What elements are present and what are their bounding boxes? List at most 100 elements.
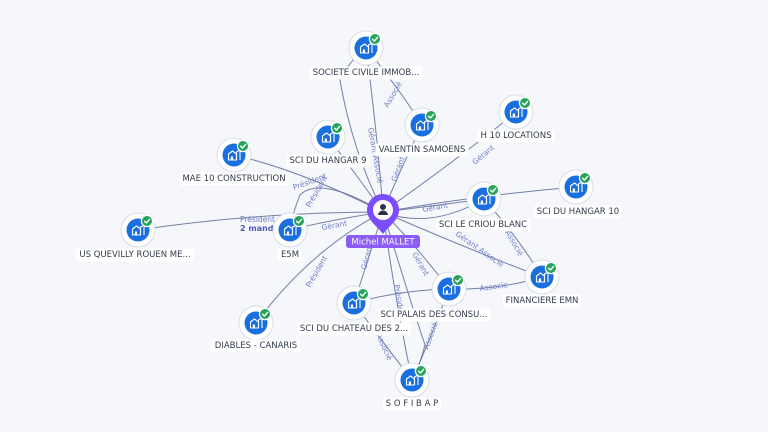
company-name: US QUEVILLY ROUEN ME...: [79, 250, 190, 260]
node-label: H 10 LOCATIONS: [477, 129, 555, 143]
company-name: H 10 LOCATIONS: [481, 131, 552, 141]
edge-label-gerant-palais: Gérant: [410, 251, 431, 278]
node-label: S O F I B A P: [382, 397, 442, 411]
building-icon: [283, 224, 297, 236]
company-node-valentin[interactable]: [404, 107, 440, 143]
edge-label-gerant-criou: Gérant: [422, 201, 449, 214]
building-icon: [131, 224, 145, 236]
company-name: DIABLES - CANARIS: [215, 341, 297, 351]
building-icon: [509, 106, 523, 118]
edge-label-associe-criou: Associé: [503, 229, 525, 258]
edge-label-associe-sofibap: Associé: [374, 332, 394, 362]
verified-check-icon: [518, 96, 532, 110]
verified-check-icon: [356, 287, 370, 301]
company-node-h10[interactable]: [498, 94, 534, 130]
company-name: SCI LE CRIOU BLANC: [439, 220, 527, 230]
company-node-palais[interactable]: [431, 271, 467, 307]
verified-check-icon: [424, 109, 438, 123]
company-node-hangar9[interactable]: [310, 119, 346, 155]
building-icon: [442, 283, 456, 295]
label-bg: [277, 248, 303, 262]
node-label: VALENTIN SAMOENS: [375, 143, 469, 157]
edge-label-associe-palais-sofibap: Associé: [421, 321, 439, 351]
company-name: SCI DU HANGAR 10: [537, 207, 619, 217]
node-label: FINANCIERE EMN: [502, 294, 582, 308]
node-label: US QUEVILLY ROUEN ME...: [76, 248, 194, 262]
person-icon: [378, 204, 388, 215]
edge-label-president-diables: Président: [304, 254, 329, 289]
center-label-bg: [346, 235, 420, 248]
company-node-societe[interactable]: [348, 30, 384, 66]
verified-check-icon: [578, 171, 592, 185]
label-bg: [286, 154, 370, 168]
label-bg: [296, 322, 412, 336]
building-icon: [227, 149, 241, 161]
verified-check-icon: [258, 307, 272, 321]
edge-center-usq: [137, 211, 384, 231]
verified-check-icon: [140, 214, 154, 228]
company-node-usq[interactable]: [120, 212, 156, 248]
company-nodes: SOCIETE CIVILE IMMOB... SCI DU HANGAR 9 VA…: [76, 30, 623, 411]
company-name: SOCIETE CIVILE IMMOB...: [313, 68, 420, 78]
company-node-chateau[interactable]: [336, 285, 372, 321]
node-label: SCI LE CRIOU BLANC: [435, 218, 531, 232]
edge-label-gerant-e5m: Gérant: [321, 219, 348, 232]
label-bg: [533, 205, 623, 219]
node-label: MAE 10 CONSTRUCTION: [179, 172, 289, 186]
building-icon: [405, 374, 419, 386]
node-label: SCI DU HANGAR 9: [286, 154, 370, 168]
label-bg: [211, 339, 301, 353]
label-bg: [477, 129, 555, 143]
label-bg: [377, 308, 491, 322]
verified-check-icon: [451, 273, 465, 287]
verified-check-icon: [414, 364, 428, 378]
edge-label-gerant-h10: Gérant: [471, 143, 497, 167]
label-bg: [179, 172, 289, 186]
building-icon: [415, 119, 429, 131]
building-icon: [347, 297, 361, 309]
verified-check-icon: [236, 139, 250, 153]
company-name: MAE 10 CONSTRUCTION: [182, 174, 285, 184]
edge-center-diables: [255, 211, 384, 324]
company-node-hangar10[interactable]: [558, 169, 594, 205]
company-name: FINANCIERE EMN: [506, 296, 579, 306]
building-icon: [249, 317, 263, 329]
building-icon: [359, 42, 373, 54]
edge-label-gerant-valentin: Gérant: [389, 155, 406, 182]
company-node-diables[interactable]: [238, 305, 274, 341]
verified-check-icon: [330, 121, 344, 135]
node-label: DIABLES - CANARIS: [211, 339, 301, 353]
edge-center-sofibap: [382, 211, 413, 381]
verified-check-icon: [368, 32, 382, 46]
verified-check-icon: [544, 261, 558, 275]
company-node-mae[interactable]: [216, 137, 252, 173]
node-label: SOCIETE CIVILE IMMOB...: [309, 66, 423, 80]
node-label: SCI DU CHATEAU DES 2...: [296, 322, 412, 336]
company-node-crioublanc[interactable]: [466, 181, 502, 217]
company-node-emn[interactable]: [524, 259, 560, 295]
edge-label-gerant-associe-emn: Gérant Associé: [454, 229, 506, 269]
edge-label-mandats-usq: 2 mandats: [240, 224, 288, 233]
building-icon: [569, 181, 583, 193]
label-bg: [375, 143, 469, 157]
company-name: SCI DU HANGAR 9: [290, 156, 367, 166]
verified-check-icon: [486, 183, 500, 197]
company-name: SCI PALAIS DES CONSU...: [380, 310, 487, 320]
edge-label-associe-palais-emn: Associe: [479, 280, 509, 293]
company-node-e5m[interactable]: [272, 212, 308, 248]
company-name: S O F I B A P: [386, 399, 438, 409]
label-bg: [502, 294, 582, 308]
label-bg: [76, 248, 194, 262]
company-name: SCI DU CHATEAU DES 2...: [300, 324, 408, 334]
edge-label-president-usq: Président: [240, 215, 275, 224]
label-bg: [382, 397, 442, 411]
verified-check-icon: [292, 214, 306, 228]
center-person-name: Michel MALLET: [351, 238, 415, 248]
label-bg: [309, 66, 423, 80]
node-label: E5M: [277, 248, 303, 262]
label-bg: [435, 218, 531, 232]
center-person-node[interactable]: Michel MALLET: [346, 194, 420, 248]
building-icon: [477, 193, 491, 205]
company-node-sofibap[interactable]: [394, 362, 430, 398]
